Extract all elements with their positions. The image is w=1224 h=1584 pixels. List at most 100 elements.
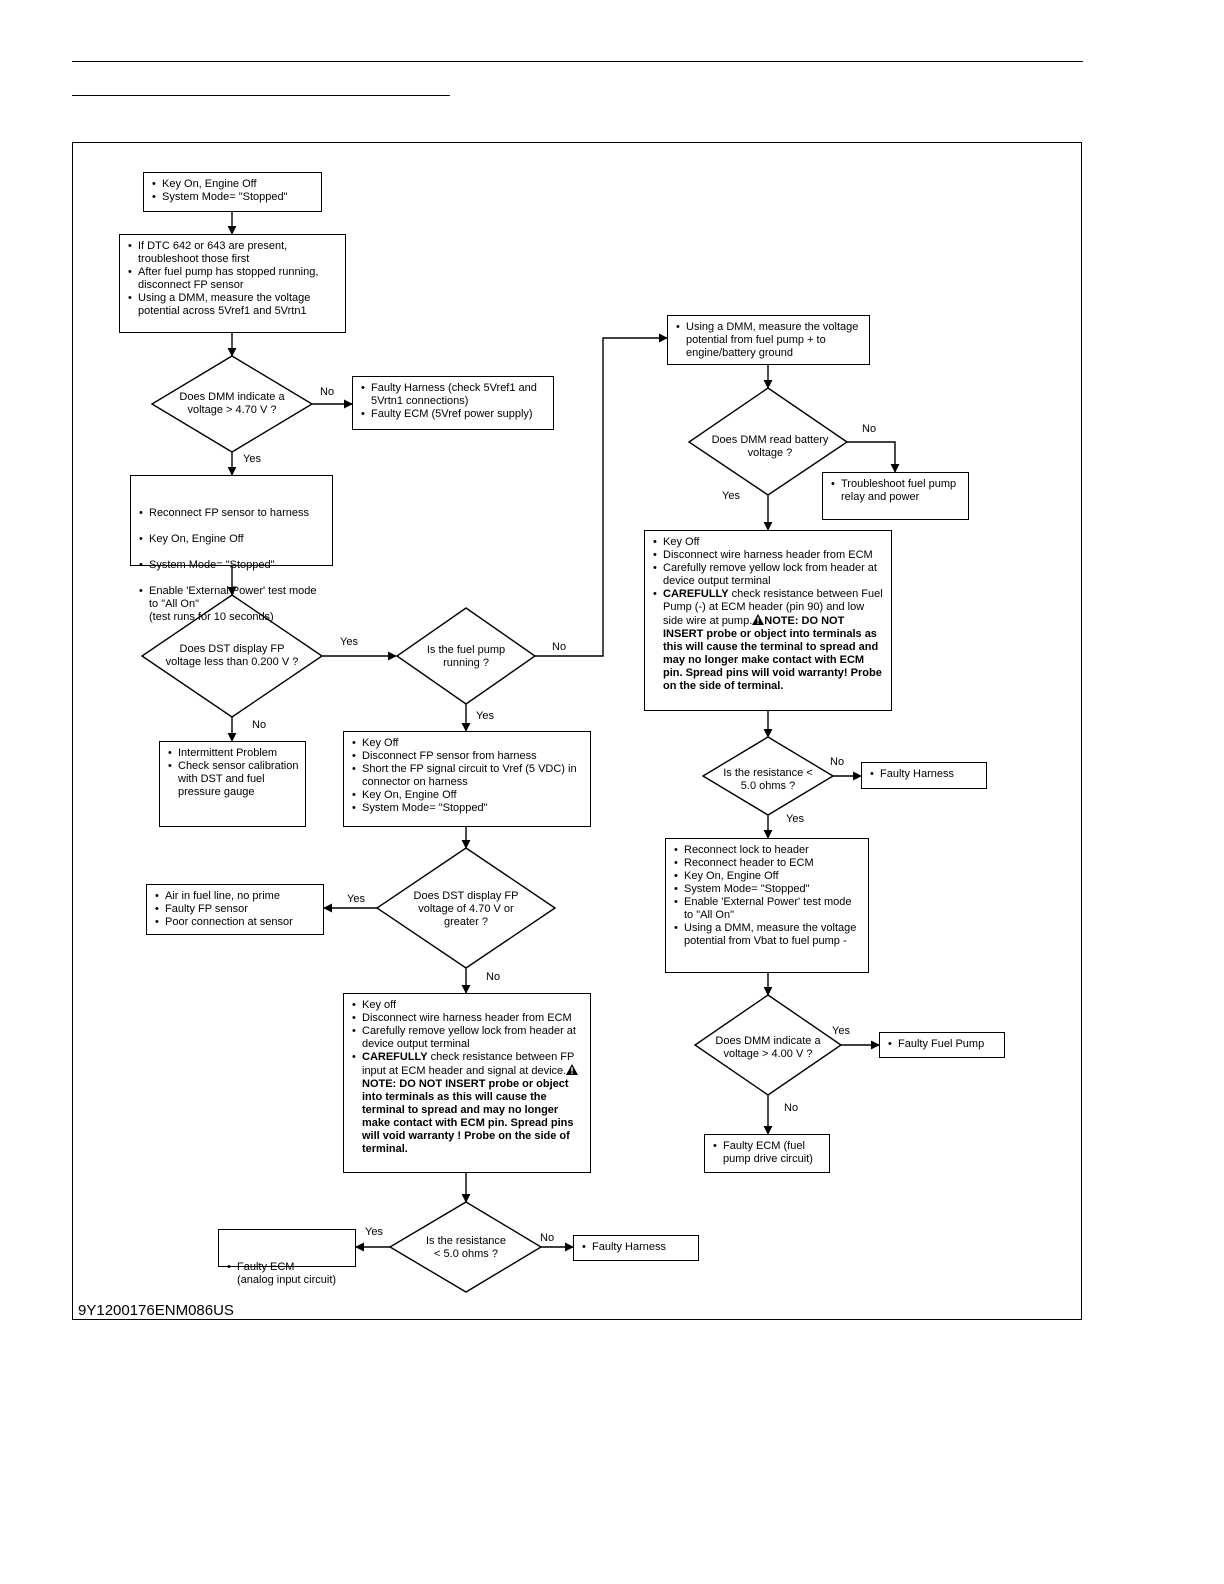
list-item: Air in fuel line, no prime: [155, 890, 317, 903]
connector: [847, 441, 900, 473]
step-short-fp: Key Off Disconnect FP sensor from harnes…: [343, 731, 591, 827]
list-item: Carefully remove yellow lock from header…: [352, 1025, 584, 1051]
list-item: Intermittent Problem: [168, 747, 299, 760]
header-rule: [72, 61, 1083, 62]
list-item: Faulty Harness (check 5Vref1 and 5Vrtn1 …: [361, 382, 547, 408]
label-no: No: [252, 719, 267, 731]
list-item: Using a DMM, measure the voltage potenti…: [128, 292, 339, 318]
result-air-fuel-line: Air in fuel line, no prime Faulty FP sen…: [146, 884, 324, 935]
label-yes: Yes: [722, 490, 740, 502]
label-no: No: [320, 386, 335, 398]
list-item: Using a DMM, measure the voltage potenti…: [674, 922, 862, 948]
list-item: Faulty Harness: [582, 1241, 692, 1254]
list-item: Reconnect header to ECM: [674, 857, 862, 870]
label-yes: Yes: [340, 636, 358, 648]
decision-diamond: [687, 387, 849, 496]
result-faulty-harness-5vref: Faulty Harness (check 5Vref1 and 5Vrtn1 …: [352, 376, 554, 430]
result-faulty-ecm-drive: Faulty ECM (fuel pump drive circuit): [704, 1134, 830, 1173]
list-item: Enable 'External Power' test mode to "Al…: [674, 896, 862, 922]
title-rule: [72, 95, 450, 96]
list-item: System Mode= "Stopped": [352, 802, 584, 815]
list-item: Reconnect lock to header: [674, 844, 862, 857]
caution-item: CAREFULLY check resistance between Fuel …: [653, 588, 885, 693]
decision-diamond: [388, 1201, 543, 1293]
start-list: Key On, Engine Off System Mode= "Stopped…: [152, 178, 315, 204]
caution-item: CAREFULLY check resistance between FP in…: [352, 1051, 584, 1156]
label-no: No: [540, 1232, 555, 1244]
list-item: Key off: [352, 999, 584, 1012]
list-item: System Mode= "Stopped": [139, 559, 326, 572]
warning-icon: [566, 1064, 579, 1075]
decision-dmm-470: Does DMM indicate a voltage > 4.70 V ?: [179, 391, 285, 416]
label-no: No: [784, 1102, 799, 1114]
decision-diamond: [375, 847, 557, 969]
step-reconnect-lock: Reconnect lock to header Reconnect heade…: [665, 838, 869, 973]
decision-dmm-400: Does DMM indicate a voltage > 4.00 V ?: [715, 1035, 821, 1060]
step-check-resistance-fp: Key off Disconnect wire harness header f…: [343, 993, 591, 1173]
list-item: Faulty ECM (fuel pump drive circuit): [713, 1140, 823, 1166]
caution-bold: CAREFULLY: [663, 588, 729, 600]
decision-resistance-right: Is the resistance < 5.0 ohms ?: [723, 767, 813, 792]
decision-pump-running: Is the fuel pump running ?: [426, 644, 506, 669]
result-intermittent: Intermittent Problem Check sensor calibr…: [159, 741, 306, 827]
figure-frame: [72, 142, 1082, 1320]
result-faulty-harness-bottom: Faulty Harness: [573, 1235, 699, 1261]
list-item: Disconnect FP sensor from harness: [352, 750, 584, 763]
list-item: Using a DMM, measure the voltage potenti…: [676, 321, 863, 360]
list-item: Key On, Engine Off: [152, 178, 315, 191]
label-yes: Yes: [832, 1025, 850, 1037]
result-faulty-ecm-analog: Faulty ECM (analog input circuit): [218, 1229, 356, 1286]
list-item: System Mode= "Stopped": [674, 883, 862, 896]
list-item: Faulty Fuel Pump: [888, 1038, 998, 1051]
decision-diamond: [395, 607, 537, 705]
list-item: After fuel pump has stopped running, dis…: [128, 266, 339, 292]
connector: [535, 333, 668, 657]
note-text: NOTE: DO NOT INSERT probe or object into…: [362, 1078, 574, 1155]
decision-diamond: [701, 736, 835, 816]
caution-bold: CAREFULLY: [362, 1051, 428, 1063]
label-no: No: [830, 756, 845, 768]
step-reconnect-fp: Reconnect FP sensor to harness Key On, E…: [130, 475, 333, 623]
result-faulty-harness-right: Faulty Harness: [861, 762, 987, 789]
list-item: Key On, Engine Off: [674, 870, 862, 883]
decision-battery-voltage: Does DMM read battery voltage ?: [711, 434, 829, 459]
list-item: Disconnect wire harness header from ECM: [352, 1012, 584, 1025]
list-item: System Mode= "Stopped": [152, 191, 315, 204]
list-item: Faulty ECM (analog input circuit): [227, 1261, 349, 1287]
list-item: Key On, Engine Off: [139, 533, 326, 546]
list-item: Key Off: [653, 536, 885, 549]
list-item: Enable 'External Power' test mode to "Al…: [139, 585, 326, 624]
list-item: If DTC 642 or 643 are present, troublesh…: [128, 240, 339, 266]
step-check-dtc: If DTC 642 or 643 are present, troublesh…: [119, 234, 346, 333]
label-yes: Yes: [243, 453, 261, 465]
decision-diamond: [150, 355, 314, 453]
step-measure-pump-ground: Using a DMM, measure the voltage potenti…: [667, 315, 870, 365]
caution-text: check resistance between Fuel Pump (-) a…: [663, 588, 883, 627]
list-item: Troubleshoot fuel pump relay and power: [831, 478, 962, 504]
list-item: Check sensor calibration with DST and fu…: [168, 760, 299, 799]
label-no: No: [486, 971, 501, 983]
label-yes: Yes: [786, 813, 804, 825]
label-no: No: [862, 423, 877, 435]
label-yes: Yes: [365, 1226, 383, 1238]
list-item: Key Off: [352, 737, 584, 750]
figure-code: 9Y1200176ENM086US: [78, 1302, 234, 1319]
list-item: Short the FP signal circuit to Vref (5 V…: [352, 763, 584, 789]
list-item: Key On, Engine Off: [352, 789, 584, 802]
decision-dst-0200: Does DST display FP voltage less than 0.…: [165, 643, 299, 668]
decision-diamond: [693, 994, 843, 1096]
label-no: No: [552, 641, 567, 653]
start-box: Key On, Engine Off System Mode= "Stopped…: [143, 172, 322, 212]
list-item: Faulty FP sensor: [155, 903, 317, 916]
result-relay-power: Troubleshoot fuel pump relay and power: [822, 472, 969, 520]
step-check-resistance-pump: Key Off Disconnect wire harness header f…: [644, 530, 892, 711]
list-item: Disconnect wire harness header from ECM: [653, 549, 885, 562]
result-faulty-fuel-pump: Faulty Fuel Pump: [879, 1032, 1005, 1058]
list-item: Faulty ECM (5Vref power supply): [361, 408, 547, 421]
list-item: Faulty Harness: [870, 768, 980, 781]
decision-resistance-left: Is the resistance < 5.0 ohms ?: [425, 1235, 507, 1260]
note-text: NOTE: DO NOT INSERT probe or object into…: [663, 615, 882, 692]
decision-dst-470: Does DST display FP voltage of 4.70 V or…: [413, 889, 519, 928]
warning-icon: [752, 614, 765, 625]
